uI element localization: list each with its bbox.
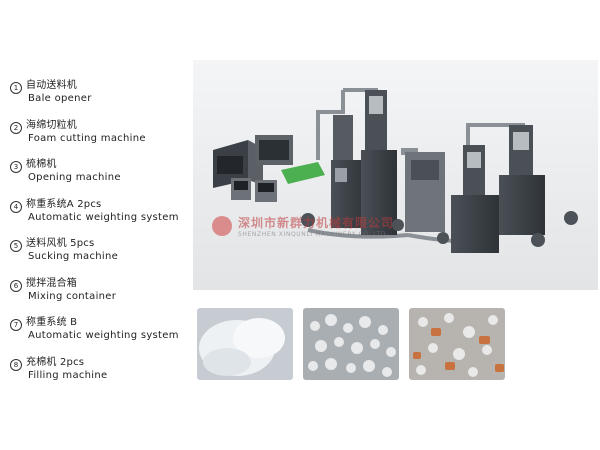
legend-item-3: 3 梳棉机 Opening machine — [10, 158, 190, 198]
legend-number: 6 — [10, 279, 22, 292]
production-line-render — [193, 60, 598, 290]
legend-label-zh: 自动送料机 — [26, 80, 77, 91]
company-watermark: 深圳市新群力机械有限公司 SHENZHEN XINQUNLI MACHINERY… — [212, 214, 394, 238]
legend-label-en: Filling machine — [28, 369, 108, 381]
weighing-system-b — [451, 145, 499, 253]
legend-label-en: Sucking machine — [28, 251, 119, 262]
weighing-system-a — [231, 178, 277, 202]
legend-label-en: Opening machine — [28, 172, 121, 183]
legend-item-7: 7 称重系统 B Automatic weighting system — [10, 316, 190, 356]
legend-number: 5 — [10, 240, 22, 252]
legend-label-zh: 充棉机 2pcs — [26, 356, 85, 368]
foam-cutting-machine — [255, 135, 293, 165]
mixing-container — [405, 152, 445, 232]
legend-label-zh: 送料风机 5pcs — [26, 238, 95, 249]
conveyor — [281, 162, 325, 184]
mixing-tower-1 — [361, 90, 397, 235]
legend-number: 8 — [10, 358, 22, 371]
watermark-en: SHENZHEN XINQUNLI MACHINERY CO.,LTD — [238, 231, 386, 238]
legend-label-zh: 称重系统 B — [26, 317, 78, 328]
photo-fiber-fluff — [197, 308, 293, 380]
legend-label-zh: 搅拌混合箱 — [26, 277, 77, 289]
legend-label-en: Bale opener — [28, 93, 92, 104]
legend-number: 4 — [10, 200, 22, 213]
photo-foam-particles — [303, 308, 399, 380]
legend-label-en: Automatic weighting system — [28, 330, 179, 341]
watermark-zh: 深圳市新群力机械有限公司 — [238, 216, 395, 230]
legend-number: 7 — [10, 319, 22, 331]
legend-number: 3 — [10, 161, 22, 173]
legend-label-zh: 梳棉机 — [26, 159, 57, 170]
legend-item-1: 1 自动送料机 Bale opener — [10, 79, 190, 119]
legend-label-en: Automatic weighting system — [28, 211, 179, 223]
legend-number: 1 — [10, 82, 22, 94]
production-line-drawing — [193, 60, 598, 290]
sucking-machines — [301, 211, 578, 247]
legend-number: 2 — [10, 121, 22, 134]
legend-label-en: Foam cutting machine — [28, 132, 146, 144]
legend-label-zh: 称重系统A 2pcs — [26, 198, 102, 210]
legend-label-zh: 海绵切粒机 — [26, 119, 77, 131]
legend-label-en: Mixing container — [28, 290, 117, 302]
photo-mixed-particles — [409, 308, 505, 380]
company-logo-icon — [212, 216, 232, 236]
filling-machine — [499, 125, 545, 235]
